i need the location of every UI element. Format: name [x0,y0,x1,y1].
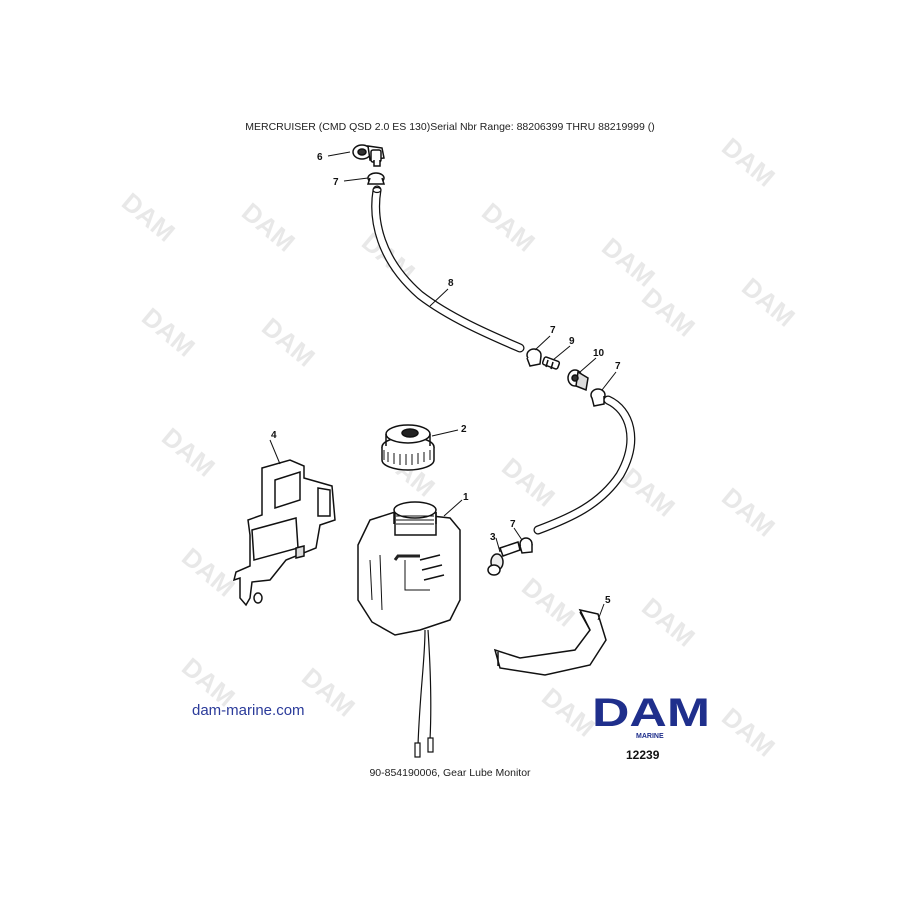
part-8-hose-upper [371,185,525,353]
watermark-text: DAM [476,197,541,258]
callout-labels: 6 7 8 7 9 10 7 2 1 4 3 7 5 [271,152,621,606]
callout-10: 10 [593,348,605,359]
part-7-clamp-right [590,388,606,407]
watermark-layer: DAM DAM DAM DAM DAM DAM DAM DAM DAM DAM … [116,132,801,763]
watermark-text: DAM [716,702,781,763]
logo-sub-text: MARINE [636,733,664,740]
watermark-text: DAM [236,197,301,258]
part-6-elbow-fitting [352,144,385,167]
part-4-mounting-bracket [232,459,336,607]
callout-7: 7 [550,325,556,336]
callout-8: 8 [448,278,454,289]
watermark-text: DAM [516,572,581,633]
watermark-text: DAM [736,272,801,333]
watermark-text: DAM [716,132,781,193]
part-1-reservoir-tank [357,501,461,636]
callout-9: 9 [569,336,575,347]
part-5-retaining-strap [493,608,607,676]
part-8-hose-lower [533,395,636,535]
dam-marine-logo: DAM MARINE [592,691,710,740]
part-7-clamp-top [366,172,386,185]
watermark-text: DAM [636,592,701,653]
figure-number: 12239 [626,748,660,762]
part-3-barbed-fitting [487,541,521,576]
part-10-valve-fitting [567,369,589,392]
callout-4: 4 [271,430,277,441]
watermark-text: DAM [176,542,241,603]
part-7-clamp-middle [526,348,542,367]
watermark-text: DAM [256,312,321,373]
watermark-text: DAM [636,282,701,343]
website-link[interactable]: dam-marine.com [192,702,305,719]
watermark-text: DAM [116,187,181,248]
callout-7: 7 [510,519,516,530]
watermark-text: DAM [296,662,361,723]
sensor-wires [414,629,434,758]
callout-5: 5 [605,595,611,606]
watermark-text: DAM [156,422,221,483]
callout-3: 3 [490,532,496,543]
callout-7: 7 [333,177,339,188]
callout-7: 7 [615,361,621,372]
callout-2: 2 [461,424,467,435]
logo-main-text: DAM [592,691,710,735]
part-9-nipple-fitting [541,356,561,370]
leader-lines [269,151,617,621]
watermark-text: DAM [136,302,201,363]
diagram-title: MERCRUISER (CMD QSD 2.0 ES 130)Serial Nb… [245,121,655,133]
watermark-text: DAM [596,232,661,293]
watermark-text: DAM [716,482,781,543]
part-2-reservoir-cap [381,424,435,471]
callout-1: 1 [463,492,469,503]
diagram-caption: 90-854190006, Gear Lube Monitor [369,767,531,779]
part-7-clamp-lower [519,537,533,554]
watermark-text: DAM [496,452,561,513]
callout-6: 6 [317,152,323,163]
